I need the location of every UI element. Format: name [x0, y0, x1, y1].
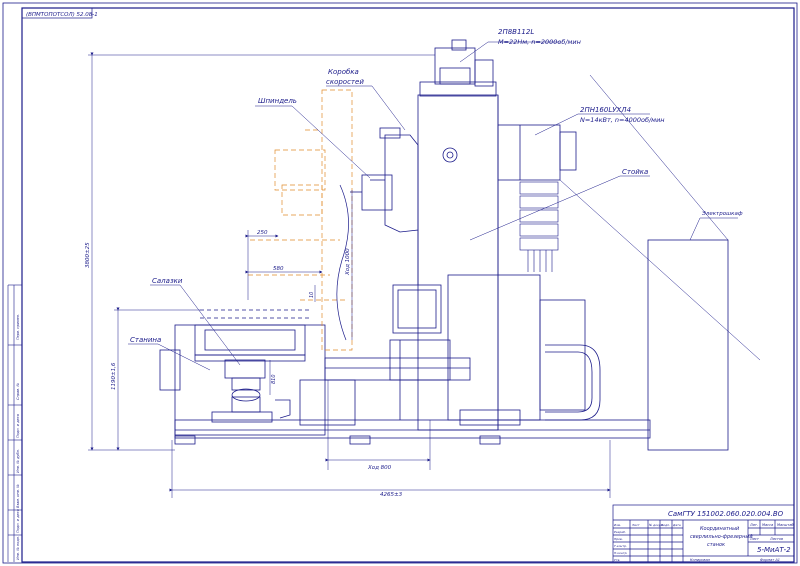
left-strip: [7, 284, 23, 562]
dimension-texts: 3800±25 1190±1,6 250 580 10 Ход 1000 810…: [85, 230, 403, 498]
leader-lines: [128, 41, 738, 371]
cable-loop: [545, 344, 601, 421]
col-mass: Масса: [762, 523, 773, 527]
copied-label: Копировал: [690, 558, 711, 562]
sheets-label: Листов: [769, 537, 783, 541]
strip-label-1: Перв. примен.: [16, 314, 20, 340]
sheet-label: Лист: [749, 537, 760, 541]
machine-drawing: [159, 39, 729, 451]
dim-250: 250: [257, 230, 268, 236]
strip-label-2: Справ. №: [16, 383, 20, 400]
top-motor: [434, 47, 476, 85]
group-code: 5-МиАТ-2: [757, 546, 791, 554]
title-block-texts: СамГТУ 151002.060.020.004.ВО Координатны…: [614, 510, 794, 562]
role-2: Пров.: [614, 537, 623, 541]
strip-label-4: Инв. № дубл.: [16, 449, 20, 473]
role-5: Утв.: [614, 558, 620, 562]
callout-spindle: Шпиндель: [258, 97, 297, 105]
dim-spindle-height: 1190±1,6: [111, 362, 117, 390]
dim-stroke-800: Ход 800: [367, 465, 392, 471]
spindle-wavy-line: [336, 184, 349, 341]
rev-col-5: Дата: [672, 523, 681, 527]
product-name-2: сверлильно-фрезерный: [690, 534, 753, 540]
dimension-lines: [88, 52, 761, 498]
side-motor: [497, 124, 561, 181]
callout-motor-side-spec: N=14кВт, n=4000об/мин: [580, 116, 665, 124]
spindle-window: [392, 284, 442, 334]
callout-gearbox-2: скоростей: [326, 78, 364, 86]
callout-motor-top-spec: М=22Нм, n=2000об/мин: [498, 38, 581, 46]
slides: [224, 359, 266, 379]
rev-col-3: № докум.: [648, 523, 664, 527]
product-name-3: станок: [707, 542, 725, 548]
callout-slides: Салазки: [152, 277, 183, 285]
lower-housing: [447, 274, 541, 421]
dim-total-height: 3800±25: [85, 242, 91, 268]
rev-col-4: Подп.: [661, 523, 670, 527]
phantom-spindle-position: [248, 89, 353, 351]
callout-texts: 2П8В112L М=22Нм, n=2000об/мин Коробка ск…: [130, 28, 743, 344]
spindle-head: [384, 134, 419, 233]
col-scale: Масштаб: [777, 523, 794, 527]
strip-label-3: Подп. и дата: [16, 414, 20, 438]
doc-code: СамГТУ 151002.060.020.004.ВО: [668, 510, 784, 518]
rev-col-1: Изм.: [614, 523, 621, 527]
top-stamp: (ВПМТОПОТСОЛ) 52.08-1: [21, 7, 98, 19]
callout-bed: Станина: [130, 336, 161, 344]
role-3: Т.контр.: [614, 544, 627, 548]
rev-col-2: Лист: [631, 523, 640, 527]
strip-label-6: Подп. и дата: [16, 509, 20, 533]
title-block: [612, 504, 795, 563]
dim-10: 10: [309, 292, 315, 298]
top-stamp-text: (ВПМТОПОТСОЛ) 52.08-1: [26, 12, 98, 18]
col-lit: Лит.: [749, 523, 758, 527]
role-1: Разраб.: [614, 530, 626, 534]
callout-gearbox-1: Коробка: [328, 68, 359, 76]
product-name-1: Координатный: [700, 526, 740, 532]
electrical-cabinet: [647, 239, 729, 451]
dim-stroke-1000: Ход 1000: [345, 248, 351, 276]
dim-total-length: 4265±3: [380, 492, 403, 498]
role-4: Н.контр.: [614, 551, 627, 555]
callout-motor-side: 2ПН160LУХЛ4: [580, 106, 631, 114]
callout-motor-top: 2П8В112L: [498, 28, 534, 36]
callout-column: Стойка: [622, 168, 648, 176]
dim-810: 810: [271, 374, 277, 384]
spindle-bore: [442, 147, 458, 163]
dim-580: 580: [273, 266, 284, 272]
format-label: Формат А1: [760, 558, 780, 562]
strip-label-5: Взам. инв. №: [16, 484, 20, 508]
strip-label-7: Инв. № подл.: [16, 536, 20, 560]
left-strip-labels: Перв. примен. Справ. № Подп. и дата Инв.…: [16, 314, 20, 560]
callout-cabinet: Электрошкаф: [701, 211, 743, 217]
